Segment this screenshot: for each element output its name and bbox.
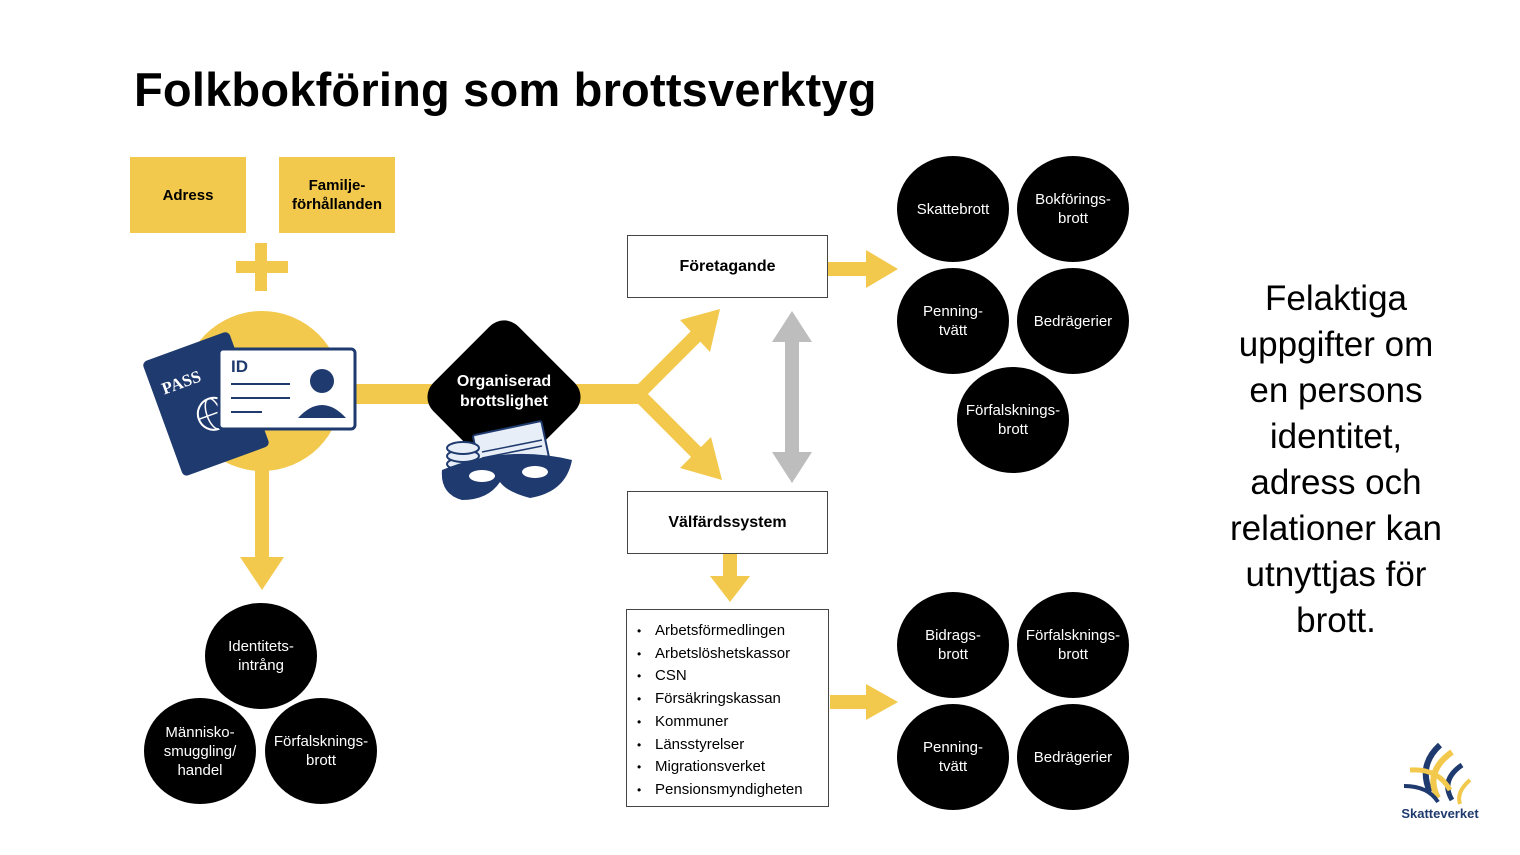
crime-circle-benefit-fraud: Bidrags- brott <box>897 592 1009 698</box>
family-relations-box: Familje- förhållanden <box>279 157 395 233</box>
mask-icon <box>441 453 572 500</box>
business-box: Företagande <box>627 235 828 298</box>
down-arrow-head <box>240 557 284 590</box>
crime-circle-forgery: Förfalsknings- brott <box>957 367 1069 473</box>
double-arrow-head-up <box>772 311 812 342</box>
agency-list-item: Pensionsmyndigheten <box>637 779 828 802</box>
skatteverket-logo-icon <box>1403 742 1472 805</box>
fork-up-line <box>633 325 707 399</box>
business-arrow-head <box>866 250 898 288</box>
plus-icon <box>236 243 288 291</box>
crime-circle-money-laundering: Penning- tvätt <box>897 268 1009 374</box>
crime-circle-human-smuggling: Människo- smuggling/ handel <box>144 698 256 804</box>
down-arrow-shaft <box>255 470 269 560</box>
organized-crime-label: Organiserad brottslighet <box>456 373 552 410</box>
fork-up-arrowhead <box>680 309 720 352</box>
double-arrow-head-down <box>772 452 812 483</box>
welfare-arrow-shaft <box>830 695 870 709</box>
crime-circle-bookkeeping: Bokförings- brott <box>1017 156 1129 262</box>
crime-circle-fraud: Bedrägerier <box>1017 268 1129 374</box>
welfare-down-shaft <box>723 553 737 579</box>
address-box: Adress <box>130 157 246 233</box>
agency-list-item: Länsstyrelser <box>637 734 828 757</box>
welfare-down-head <box>710 576 750 602</box>
agency-list-item: Kommuner <box>637 711 828 734</box>
id-card-label: ID <box>231 357 248 376</box>
logo-text: Skatteverket <box>1401 806 1479 821</box>
crime-circle-fraud-welfare: Bedrägerier <box>1017 704 1129 810</box>
agency-list-item: CSN <box>637 665 828 688</box>
agency-list-item: Arbetslöshetskassor <box>637 643 828 666</box>
crime-circle-tax: Skattebrott <box>897 156 1009 262</box>
id-card-icon: ID <box>217 347 357 431</box>
fork-down-arrowhead <box>680 437 722 480</box>
side-text: Felaktiga uppgifter om en persons identi… <box>1229 279 1443 640</box>
crime-circle-forgery-identity: Förfalsknings- brott <box>265 698 377 804</box>
welfare-box: Välfärdssystem <box>627 491 828 554</box>
page-title: Folkbokföring som brottsverktyg <box>134 63 877 116</box>
business-arrow-shaft <box>828 262 870 276</box>
crime-circle-money-laundering-welfare: Penning- tvätt <box>897 704 1009 810</box>
double-arrow-shaft <box>785 338 799 456</box>
agency-list-item: Migrationsverket <box>637 756 828 779</box>
crime-circle-forgery-welfare: Förfalsknings- brott <box>1017 592 1129 698</box>
agency-list: Arbetsförmedlingen Arbetslöshetskassor C… <box>627 610 828 802</box>
agency-list-item: Arbetsförmedlingen <box>637 620 828 643</box>
agency-list-box: Arbetsförmedlingen Arbetslöshetskassor C… <box>626 609 829 807</box>
agency-list-item: Försäkringskassan <box>637 688 828 711</box>
fork-down-line <box>633 389 707 463</box>
welfare-arrow-head <box>866 684 898 720</box>
crime-circle-identity-theft: Identitets- intrång <box>205 603 317 709</box>
